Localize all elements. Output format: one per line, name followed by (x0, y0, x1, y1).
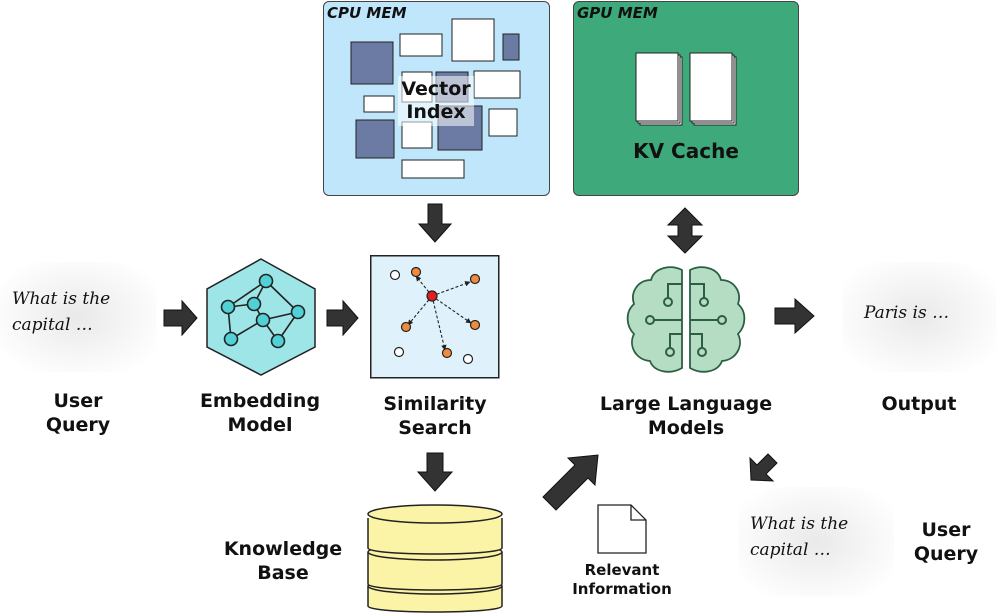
user-query-label-line1: User (53, 390, 103, 412)
embedding-label-line1: Embedding (199, 390, 321, 412)
user-query-bottom-label-line1: User (921, 519, 971, 541)
kv-page-stack-left (635, 52, 683, 126)
vector-block (363, 95, 395, 113)
document-icon (597, 504, 647, 554)
kv-cache-label: KV Cache (633, 139, 739, 163)
arrow-llm-to-output (774, 297, 815, 335)
knowledge-base-database-icon (367, 504, 503, 613)
similarity-label-line2: Search (398, 417, 472, 439)
output-text: Paris is … (864, 303, 950, 323)
relevant-information-label: Relevant Information (556, 561, 688, 599)
vector-label-highlight (398, 76, 474, 126)
arrow-kv-llm (666, 207, 704, 254)
llm-label: Large Language Models (576, 392, 796, 440)
arrow-embedding-to-search (326, 299, 359, 337)
relevant-info-line1: Relevant (584, 561, 660, 579)
vector-block (488, 108, 518, 137)
knowledge-base-label: Knowledge Base (206, 537, 360, 585)
kv-cache-pages-icon (635, 52, 737, 126)
vector-block (399, 33, 443, 57)
llm-brain-icon (626, 266, 746, 373)
vector-block (401, 159, 465, 179)
cpu-mem-title: CPU MEM (327, 4, 407, 22)
user-query-bubble-bottom: What is the capital … (738, 487, 894, 597)
gpu-mem-title: GPU MEM (577, 4, 658, 22)
user-query-bottom-text: What is the capital … (750, 511, 890, 563)
user-query-label-line2: Query (45, 414, 111, 436)
arrow-kb-to-llm (542, 454, 599, 511)
output-label: Output (881, 393, 957, 415)
vector-block (473, 70, 521, 99)
user-query-bottom-line2: capital … (750, 540, 831, 560)
embedding-model-label: Embedding Model (180, 389, 340, 437)
vector-index-line1: Vector (401, 78, 471, 100)
user-query-text: What is the capital … (12, 286, 152, 338)
kv-page-stack-right (689, 52, 737, 126)
gpu-mem-panel: GPU MEM KV Cache (573, 1, 799, 196)
vector-index-line2: Index (406, 101, 466, 123)
similarity-label-line1: Similarity (383, 393, 487, 415)
embedding-label-line2: Model (227, 414, 293, 436)
similarity-search-label: Similarity Search (355, 392, 515, 440)
arrow-query-to-embedding (163, 299, 198, 337)
vector-index-blocks (350, 18, 521, 179)
user-query-bottom-line1: What is the (750, 514, 849, 534)
cpu-mem-panel: CPU MEM Vector Index (323, 1, 550, 196)
arrow-search-to-kb (416, 452, 454, 492)
user-query-text-line2: capital … (12, 315, 93, 335)
llm-label-line2: Models (647, 417, 725, 439)
user-query-label: User Query (20, 389, 136, 437)
user-query-bottom-label-line2: Query (913, 543, 979, 565)
vector-block (451, 18, 495, 62)
user-query-bubble: What is the capital … (0, 262, 156, 372)
arrow-cpu-to-search (417, 203, 453, 243)
vector-index-label: Vector Index (384, 78, 488, 124)
user-query-text-line1: What is the (12, 289, 111, 309)
similarity-search-icon (370, 255, 500, 379)
vector-block (502, 33, 520, 61)
llm-label-line1: Large Language (599, 393, 773, 415)
embedding-model-icon (206, 258, 316, 376)
vector-block (350, 41, 394, 85)
user-query-bottom-label: User Query (900, 518, 992, 566)
output-bubble: Paris is … (842, 262, 996, 372)
knowledge-base-label-line1: Knowledge (223, 538, 343, 560)
arrow-query-to-llm (749, 453, 778, 482)
relevant-info-line2: Information (572, 580, 672, 598)
vector-block (355, 119, 395, 159)
knowledge-base-label-line2: Base (257, 562, 309, 584)
